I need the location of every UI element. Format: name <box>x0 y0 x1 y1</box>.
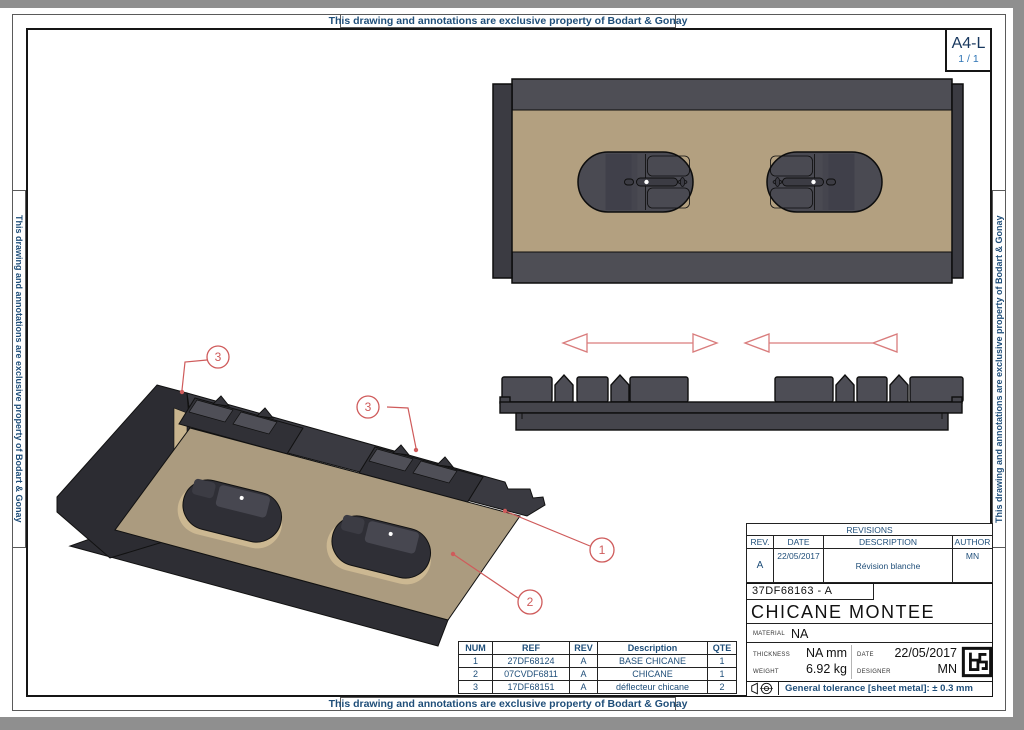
drawing-number: 37DF68163 - A <box>747 584 874 600</box>
general-tolerance: General tolerance [sheet metal]: ± 0.3 m… <box>785 683 973 694</box>
weight-value: 6.92 kg <box>805 662 847 676</box>
svg-text:3: 3 <box>365 400 372 414</box>
rev-col-rev: REV. <box>747 536 774 549</box>
property-banner-left: This drawing and annotations are exclusi… <box>12 190 26 548</box>
parts-table: NUM REF REV Description QTE 1 27DF68124 … <box>458 641 737 694</box>
balloon-chicane: 2 <box>517 589 543 615</box>
svg-text:3: 3 <box>215 350 222 364</box>
col-qte: QTE <box>707 641 737 655</box>
weight-label: WEIGHT <box>753 669 779 675</box>
thickness-label: THICKNESS <box>753 652 791 658</box>
property-banner-top: This drawing and annotations are exclusi… <box>328 14 688 28</box>
top-view <box>492 78 964 284</box>
material-value: NA <box>791 627 809 641</box>
designer-label: DESIGNER <box>857 669 891 675</box>
date-label: DATE <box>857 652 874 658</box>
table-row: 3 17DF68151 A déflecteur chicane 2 <box>458 680 737 694</box>
drawing-title: CHICANE MONTEE <box>751 602 936 622</box>
material-label: MATERIAL <box>753 631 785 637</box>
material-row: MATERIAL NA <box>747 623 992 642</box>
sheet-index: 1 / 1 <box>958 52 979 65</box>
revisions-title: REVISIONS <box>747 524 992 536</box>
balloon-base: 1 <box>589 537 615 563</box>
balloon-deflector-right: 3 <box>356 395 380 419</box>
motion-arrow-left <box>561 333 719 353</box>
opening-left <box>577 151 694 213</box>
tolerance-row: General tolerance [sheet metal]: ± 0.3 m… <box>747 681 992 695</box>
title-block: 37DF68163 - A CHICANE MONTEE MATERIAL NA… <box>746 583 993 697</box>
table-row: 1 27DF68124 A BASE CHICANE 1 <box>458 654 737 668</box>
table-row: 2 07CVDF6811 A CHICANE 1 <box>458 667 737 681</box>
sheet-format: A4-L <box>951 34 986 52</box>
properties-row: THICKNESS NA mm WEIGHT 6.92 kg DATE 22/0… <box>747 642 993 681</box>
rev-cell-rev: A <box>747 549 774 582</box>
designer-value: MN <box>937 662 957 676</box>
projection-symbol-icon <box>747 682 779 695</box>
col-rev: REV <box>569 641 598 655</box>
thickness-value: NA mm <box>806 646 847 660</box>
property-banner-right: This drawing and annotations are exclusi… <box>992 190 1006 548</box>
iso-opening-right <box>326 514 431 585</box>
deflector-left <box>178 395 304 455</box>
svg-text:2: 2 <box>527 595 534 609</box>
parts-header-row: NUM REF REV Description QTE <box>458 641 737 655</box>
rev-col-author: AUTHOR <box>953 537 992 549</box>
side-view <box>499 333 964 431</box>
iso-opening-left <box>177 478 282 549</box>
col-description: Description <box>597 641 708 655</box>
rev-cell-description: Révision blanche <box>824 549 953 582</box>
revisions-table: REVISIONS REV. DATE DESCRIPTION AUTHOR A… <box>746 523 993 583</box>
svg-text:1: 1 <box>599 543 606 557</box>
motion-arrow-right <box>743 333 898 353</box>
bg-logo <box>961 646 993 678</box>
balloon-deflector-left: 3 <box>206 345 230 369</box>
rev-cell-date: 22/05/2017 <box>774 549 824 582</box>
drawing-sheet: This drawing and annotations are exclusi… <box>0 8 1013 717</box>
opening-right <box>766 151 883 213</box>
frame-inner-border <box>26 28 992 697</box>
rev-col-description: DESCRIPTION <box>824 536 953 549</box>
rev-cell-author: MN <box>965 551 980 561</box>
date-value: 22/05/2017 <box>894 646 957 660</box>
isometric-view: 3 3 1 2 <box>56 345 615 647</box>
right-rail <box>951 83 964 279</box>
col-num: NUM <box>458 641 493 655</box>
left-rail <box>492 83 513 279</box>
sheet-format-box: A4-L 1 / 1 <box>945 28 992 72</box>
col-ref: REF <box>492 641 570 655</box>
property-banner-bottom: This drawing and annotations are exclusi… <box>328 697 688 711</box>
rev-col-date: DATE <box>774 536 824 549</box>
